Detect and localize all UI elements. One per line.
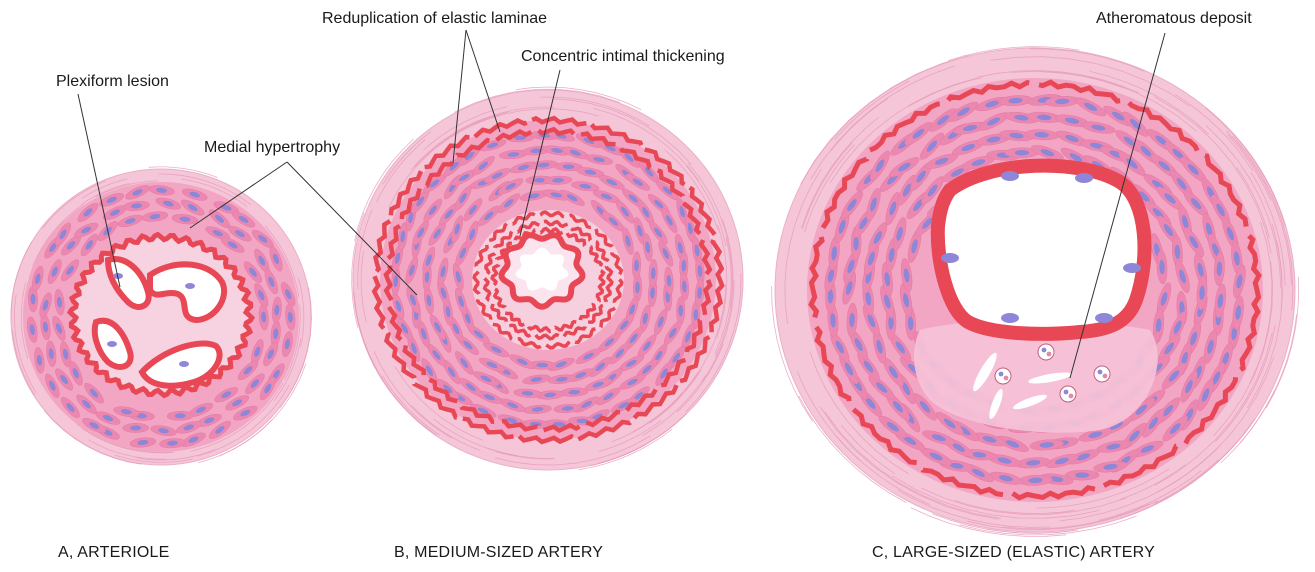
endothelial-nucleus [941,253,959,263]
endothelial-nucleus [1095,313,1113,323]
foam-cell-lipid [1047,352,1052,357]
foam-cell-body [1038,344,1054,360]
endothelial-nucleus [179,361,189,367]
endothelial-nucleus [185,283,195,289]
label-medial-hypertrophy: Medial hypertrophy [204,139,340,157]
medium-artery-cross-section [352,87,743,470]
foam-cell-body [1094,366,1110,382]
endothelial-nucleus [1001,171,1019,181]
label-atheromatous-deposit: Atheromatous deposit [1096,10,1252,28]
foam-cell [1094,366,1110,382]
foam-cell-nucleus [1042,348,1047,353]
foam-cell-nucleus [1098,370,1103,375]
label-reduplication-elastic-laminae: Reduplication of elastic laminae [322,10,547,28]
foam-cell [995,368,1011,384]
foam-cell-nucleus [999,372,1004,377]
foam-cell-lipid [1004,376,1009,381]
foam-cell [1038,344,1054,360]
endothelial-nucleus [1075,173,1093,183]
foam-cell-lipid [1103,374,1108,379]
foam-cell-nucleus [1064,390,1069,395]
endothelial-nucleus [1001,313,1019,323]
caption-medium-sized-artery: B, MEDIUM-SIZED ARTERY [394,544,603,562]
label-concentric-intimal-thickening: Concentric intimal thickening [521,48,725,66]
caption-arteriole: A, ARTERIOLE [58,544,169,562]
lumen [938,166,1145,334]
endothelial-nucleus [107,341,117,347]
foam-cell [1060,386,1076,402]
foam-cell-body [995,368,1011,384]
arteriole-cross-section [11,167,312,465]
foam-cell-lipid [1069,394,1074,399]
foam-cell-body [1060,386,1076,402]
large-elastic-artery-cross-section [772,47,1299,537]
smooth-muscle-cell [123,423,149,432]
caption-large-elastic-artery: C, LARGE-SIZED (ELASTIC) ARTERY [872,544,1155,562]
label-plexiform-lesion: Plexiform lesion [56,73,169,91]
endothelial-nucleus [1123,263,1141,273]
